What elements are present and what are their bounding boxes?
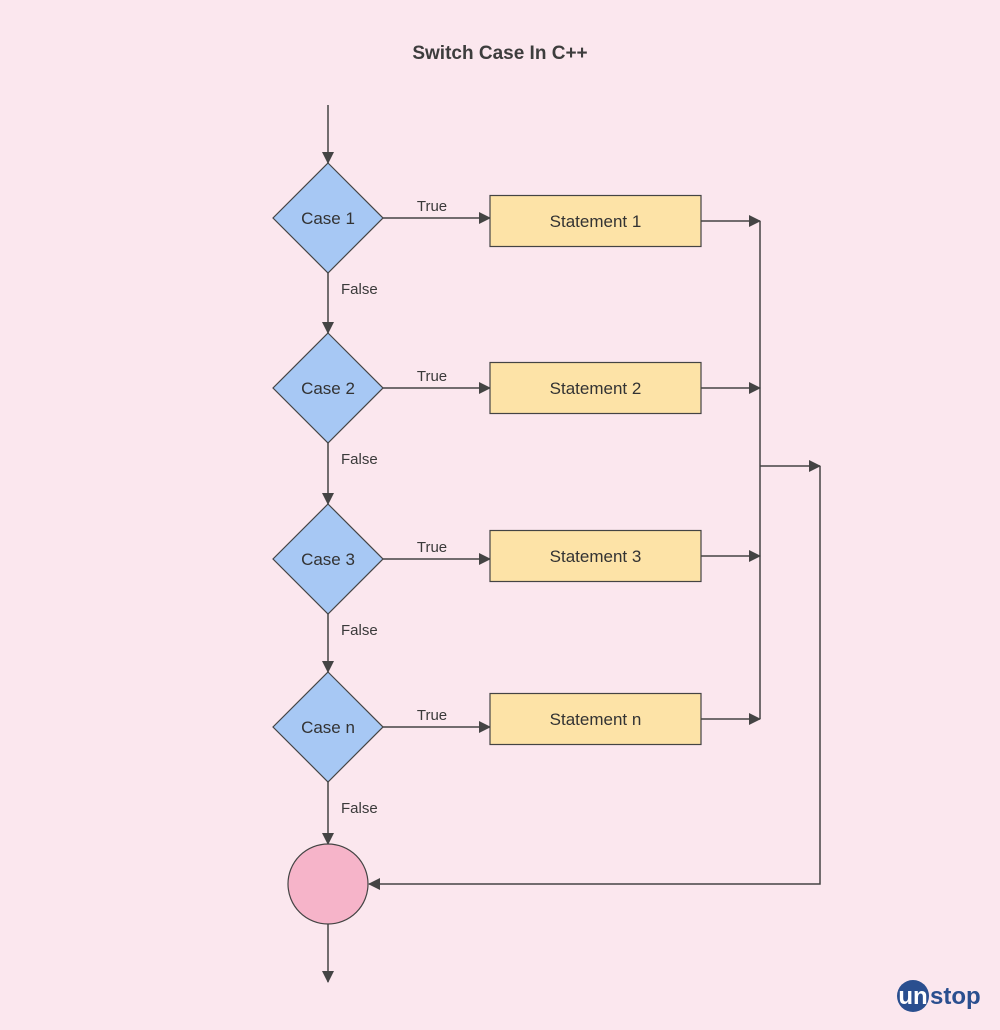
flow-lines [322, 105, 821, 983]
decision-diamond [272, 332, 384, 444]
statement-label: Statement 3 [550, 547, 642, 566]
false-label: False [341, 800, 378, 817]
statement-box [489, 692, 702, 746]
false-label: False [341, 451, 378, 468]
true-label: True [417, 707, 447, 724]
true-label: True [417, 368, 447, 385]
statement-box [489, 529, 702, 583]
logo-text-stop: stop [930, 983, 981, 1010]
decision-diamond [272, 162, 384, 274]
decision-label: Case 1 [301, 209, 355, 228]
false-label: False [341, 281, 378, 298]
statement-label: Statement 1 [550, 212, 642, 231]
statement-label: Statement 2 [550, 379, 642, 398]
return-path-arrow [368, 466, 821, 890]
logo-text-un: un [898, 983, 927, 1010]
logo-badge-circle [897, 980, 929, 1012]
decision-label: Case n [301, 718, 355, 737]
false-label: False [341, 622, 378, 639]
true-label: True [417, 198, 447, 215]
unstop-logo: un stop [897, 980, 981, 1012]
statement-label: Statement n [550, 710, 642, 729]
decision-label: Case 3 [301, 550, 355, 569]
decision-label: Case 2 [301, 379, 355, 398]
end-node-circle [287, 843, 369, 925]
statement-box [489, 361, 702, 415]
statement-box [489, 194, 702, 248]
diagram-title: Switch Case In C++ [412, 43, 587, 64]
decision-diamond [272, 671, 384, 783]
decision-diamond [272, 503, 384, 615]
true-label: True [417, 539, 447, 556]
